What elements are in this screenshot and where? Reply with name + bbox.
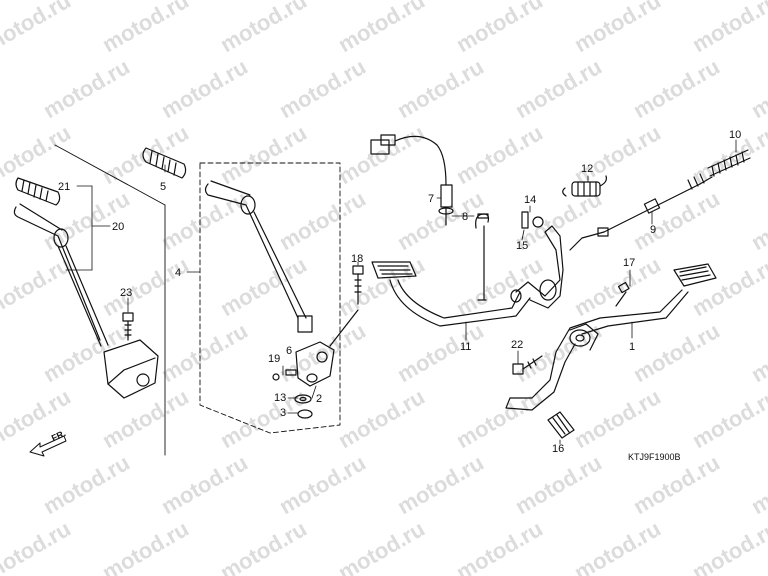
- part-label-15: 15: [516, 240, 528, 252]
- bolt-23: [122, 312, 134, 341]
- spring-12: [562, 175, 607, 197]
- part-label-19: 19: [268, 353, 280, 365]
- part-label-18: 18: [351, 253, 363, 265]
- part-label-10: 10: [729, 129, 741, 141]
- part-label-2: 2: [316, 393, 322, 405]
- part-label-13: 13: [274, 392, 286, 404]
- brake-pedal-1: [505, 263, 717, 411]
- small-hardware: [272, 369, 313, 419]
- part-label-8: 8: [462, 211, 468, 223]
- brake-rod-9: [569, 173, 713, 251]
- step-pedal-11: [371, 225, 564, 327]
- return-spring-rod: [475, 213, 490, 301]
- part-label-22: 22: [511, 339, 523, 351]
- part-label-1: 1: [629, 341, 635, 353]
- bolt-22: [512, 355, 543, 375]
- diagram-code: KTJ9F1900B: [628, 452, 681, 462]
- assembly-frame: [199, 162, 341, 434]
- part-label-20: 20: [112, 221, 124, 233]
- part-label-17: 17: [623, 257, 635, 269]
- part-label-23: 23: [120, 287, 132, 299]
- pivot-block: [295, 265, 364, 387]
- spring-10: [707, 149, 751, 177]
- part-label-6: 6: [286, 345, 292, 357]
- part-label-5: 5: [160, 181, 166, 193]
- part-labels: 21 20 23 5 4 18 19 6 13 2 3 7 8 14 15 12…: [50, 129, 741, 462]
- part-label-4: 4: [175, 267, 181, 279]
- bolt-17: [615, 281, 630, 307]
- switch-cable-7: [370, 134, 454, 226]
- part-label-7: 7: [428, 193, 434, 205]
- rubber-16: [547, 411, 575, 439]
- part-label-21: 21: [58, 181, 70, 193]
- part-label-3: 3: [280, 407, 286, 419]
- part-label-12: 12: [581, 163, 593, 175]
- pin-14: [521, 211, 544, 229]
- grip-5: [142, 147, 187, 179]
- part-label-14: 14: [524, 194, 536, 206]
- frame-lines-left: [54, 144, 166, 456]
- kick-lever-4: [204, 180, 313, 333]
- grip-21: [15, 177, 61, 206]
- front-arrow-icon: [29, 435, 67, 457]
- part-label-16: 16: [552, 443, 564, 455]
- front-label: FR.: [50, 428, 67, 443]
- kick-lever-20: [13, 203, 159, 399]
- part-label-9: 9: [650, 224, 656, 236]
- part-label-11: 11: [460, 341, 471, 353]
- leader-lines: [65, 139, 737, 445]
